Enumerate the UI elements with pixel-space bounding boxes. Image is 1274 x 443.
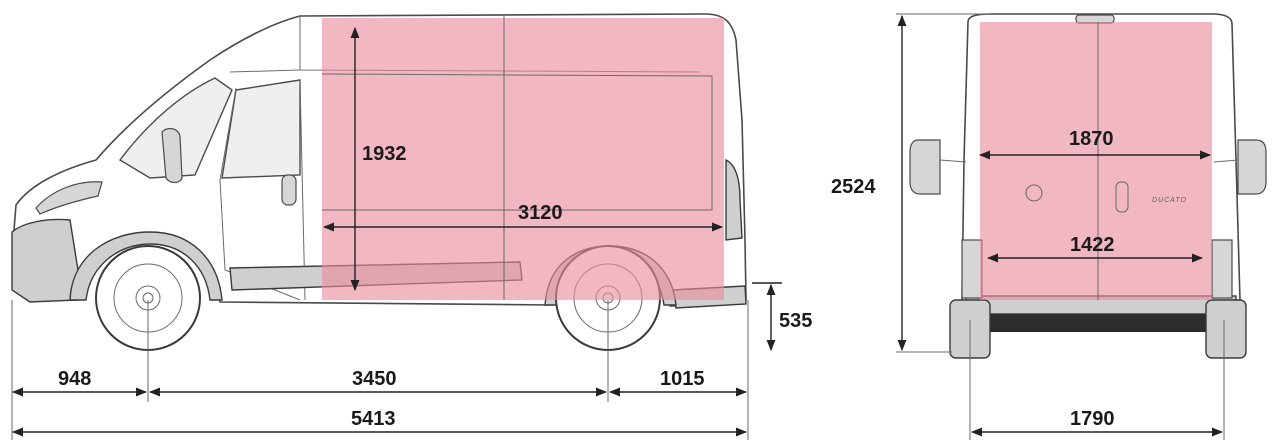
wheelbase-label: 3450 [352, 368, 397, 390]
rear-floor-height-label: 535 [779, 310, 812, 332]
rear-right-taillight [1211, 239, 1233, 299]
dim-wheelbase: 3450 [148, 368, 608, 397]
overall-width-label: 1790 [1070, 408, 1115, 430]
rear-left-mirror [909, 139, 941, 195]
dim-front-overhang: 948 [11, 368, 148, 397]
front-overhang-label: 948 [58, 368, 91, 390]
overall-height-label: 2524 [831, 176, 876, 198]
taillight [725, 158, 743, 241]
dim-overall-height: 2524 [831, 13, 990, 353]
rear-view-van: DUCATO [909, 13, 1267, 359]
headlight [35, 181, 103, 215]
rear-overhang-label: 1015 [660, 368, 705, 390]
cargo-area-side [322, 18, 724, 300]
door-handle [281, 174, 297, 206]
dim-cargo-length: 3120 [322, 202, 724, 232]
windshield [118, 77, 233, 179]
dim-overall-length: 5413 [11, 408, 748, 437]
side-mirror [161, 127, 183, 184]
cargo-length-label: 3120 [518, 202, 563, 224]
side-window [221, 79, 301, 179]
front-bumper [11, 218, 79, 303]
cargo-width-arches-label: 1422 [1070, 234, 1115, 256]
rear-left-taillight [961, 239, 983, 299]
rear-right-mirror [1237, 139, 1267, 195]
rear-right-tire [1205, 299, 1247, 359]
overall-length-label: 5413 [351, 408, 396, 430]
rear-door-handle [1115, 181, 1129, 213]
front-wheel [95, 245, 201, 351]
model-badge: DUCATO [1152, 197, 1187, 204]
side-view-van [11, 13, 747, 351]
dim-overall-width: 1790 [969, 320, 1225, 440]
brand-emblem [1025, 184, 1043, 202]
dim-cargo-height: 1932 [350, 26, 407, 292]
dim-cargo-width-max: 1870 [978, 128, 1212, 160]
dim-rear-floor-height: 535 [752, 282, 812, 352]
dim-cargo-width-arches: 1422 [986, 234, 1204, 263]
cargo-height-label: 1932 [362, 143, 407, 165]
cargo-width-max-label: 1870 [1069, 128, 1114, 150]
dim-rear-overhang: 1015 [608, 368, 748, 397]
